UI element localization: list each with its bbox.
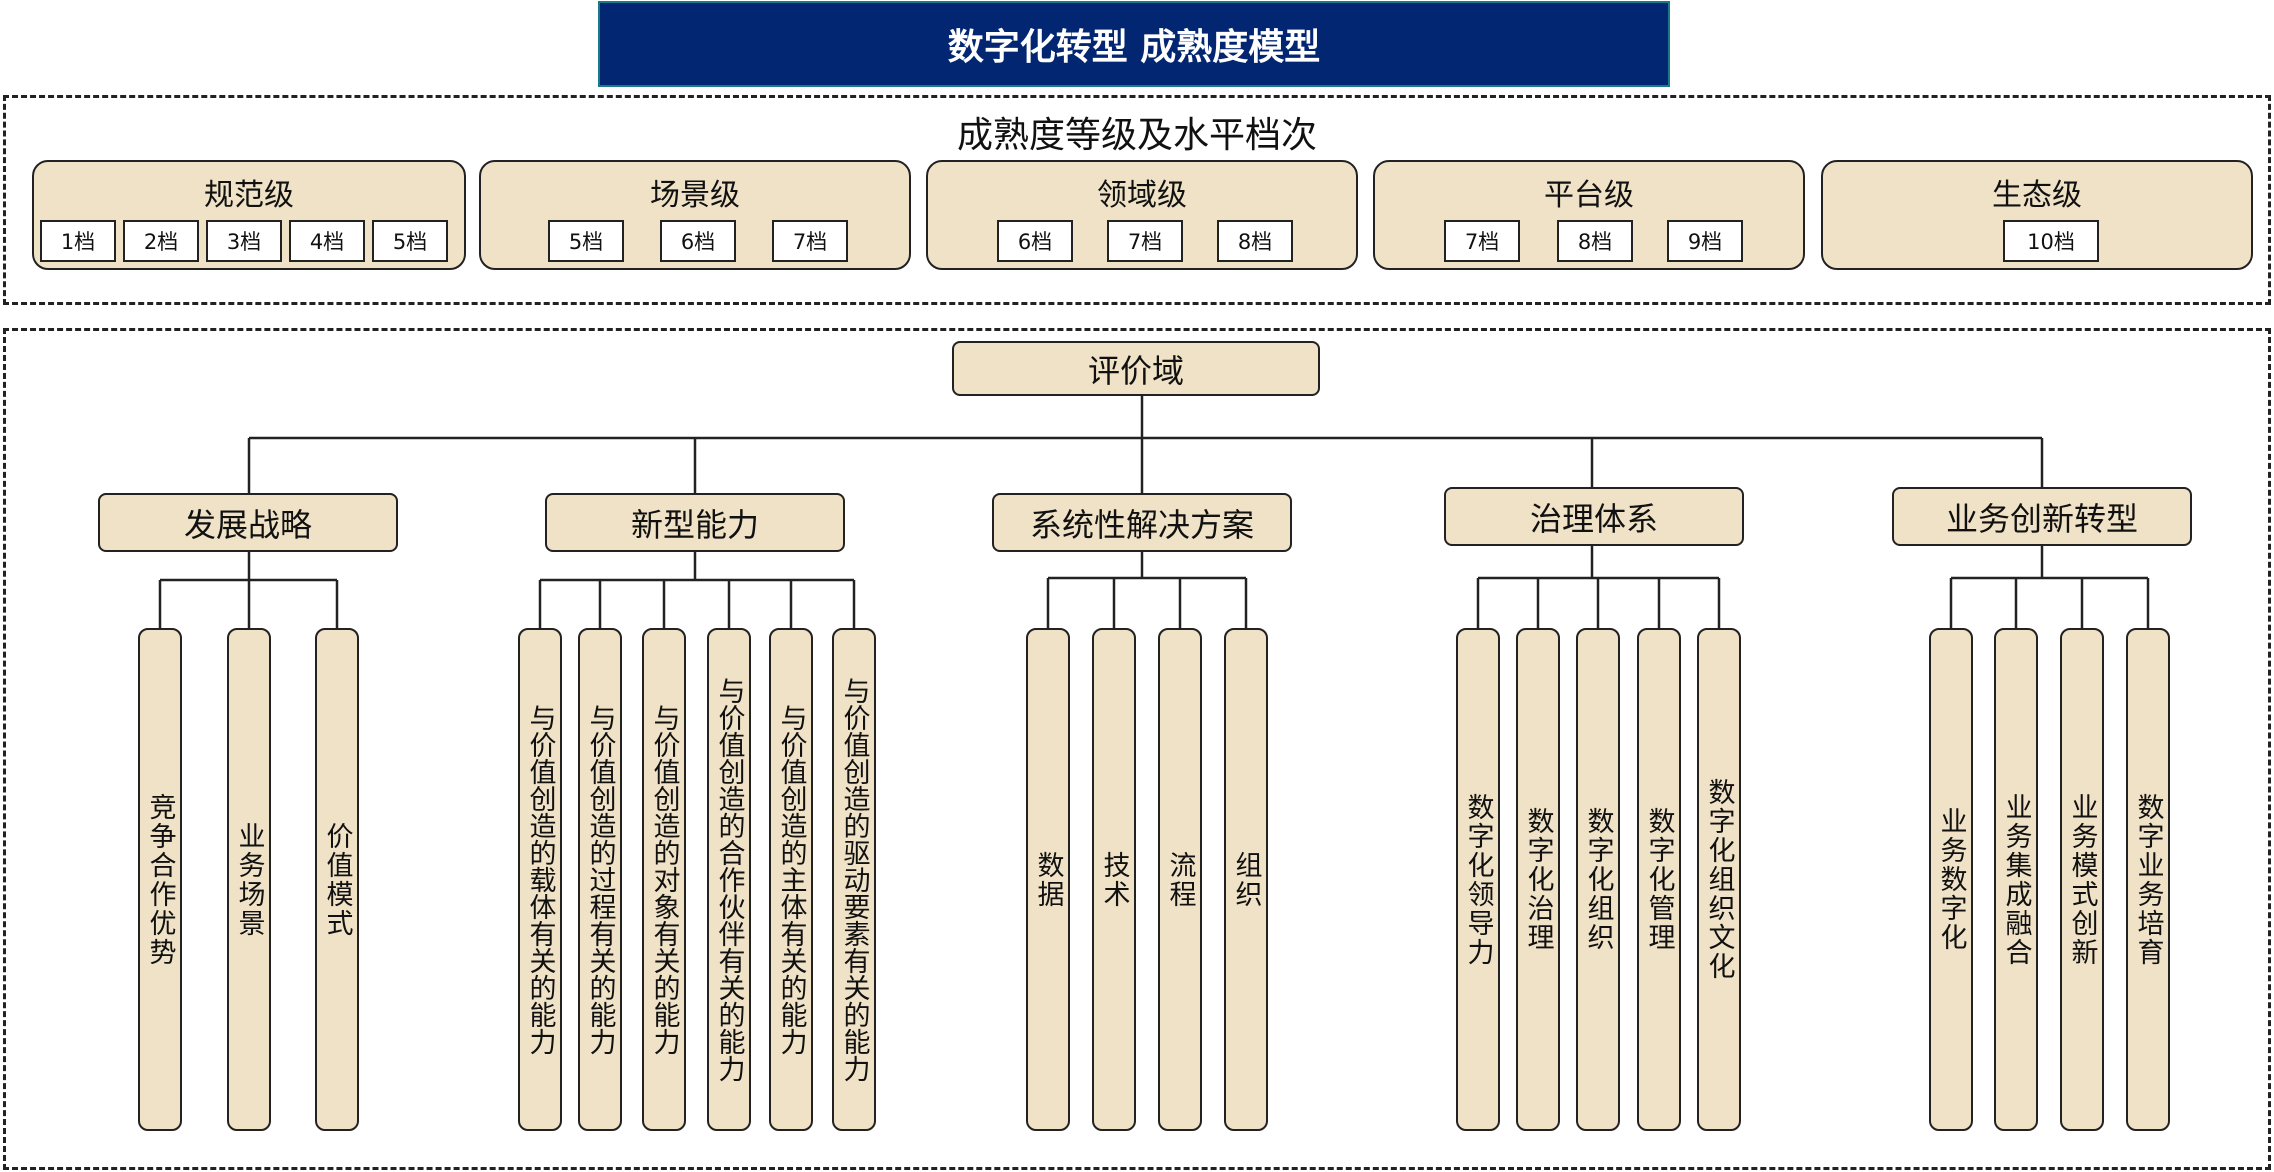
leaf-node: 与价值创造的主体有关的能力	[769, 628, 813, 1131]
leaf-node: 竞争合作优势	[138, 628, 182, 1131]
level-name: 领域级	[1097, 178, 1187, 213]
leaf-node: 与价值创造的载体有关的能力	[518, 628, 562, 1131]
level-card-normative: 规范级 1档 2档 3档 4档 5档	[32, 160, 466, 270]
leaf-label: 数字化管理	[1643, 807, 1675, 952]
tier-box: 1档	[40, 220, 116, 262]
leaf-node: 数字化领导力	[1456, 628, 1500, 1131]
leaf-node: 与价值创造的驱动要素有关的能力	[832, 628, 876, 1131]
evaluation-domain-section	[3, 328, 2271, 1170]
level-name: 场景级	[650, 178, 740, 213]
root-node: 评价域	[952, 341, 1320, 396]
level-card-ecosystem: 生态级 10档	[1821, 160, 2253, 270]
tier-box: 5档	[548, 220, 624, 262]
leaf-label: 与价值创造的对象有关的能力	[648, 704, 680, 1055]
diagram-title: 数字化转型 成熟度模型	[598, 1, 1670, 87]
tier-box: 7档	[1107, 220, 1183, 262]
tier-box: 2档	[123, 220, 199, 262]
leaf-node: 与价值创造的过程有关的能力	[578, 628, 622, 1131]
category-node: 发展战略	[98, 493, 398, 552]
leaf-label: 流程	[1164, 850, 1196, 909]
leaf-label: 与价值创造的主体有关的能力	[775, 704, 807, 1055]
category-node: 业务创新转型	[1892, 487, 2192, 546]
leaf-label: 与价值创造的合作伙伴有关的能力	[713, 677, 745, 1082]
leaf-node: 价值模式	[315, 628, 359, 1131]
leaf-node: 流程	[1158, 628, 1202, 1131]
leaf-node: 业务数字化	[1929, 628, 1973, 1131]
leaf-node: 组织	[1224, 628, 1268, 1131]
level-card-platform: 平台级 7档 8档 9档	[1373, 160, 1805, 270]
leaf-label: 数字化领导力	[1462, 792, 1494, 967]
leaf-label: 价值模式	[321, 821, 353, 938]
leaf-node: 数字化组织文化	[1697, 628, 1741, 1131]
level-name: 生态级	[1992, 178, 2082, 213]
leaf-label: 与价值创造的过程有关的能力	[584, 704, 616, 1055]
leaf-label: 数字化治理	[1522, 807, 1554, 952]
leaf-label: 业务集成融合	[2000, 792, 2032, 967]
leaf-label: 竞争合作优势	[144, 792, 176, 967]
tier-box: 8档	[1217, 220, 1293, 262]
tier-box: 4档	[289, 220, 365, 262]
leaf-node: 数字业务培育	[2126, 628, 2170, 1131]
leaf-label: 业务场景	[233, 821, 265, 938]
leaf-node: 数据	[1026, 628, 1070, 1131]
tier-box: 6档	[660, 220, 736, 262]
leaf-node: 业务模式创新	[2060, 628, 2104, 1131]
levels-heading: 成熟度等级及水平档次	[956, 115, 1317, 156]
tier-box: 5档	[372, 220, 448, 262]
leaf-label: 业务数字化	[1935, 807, 1967, 952]
leaf-node: 业务场景	[227, 628, 271, 1131]
level-card-domain: 领域级 6档 7档 8档	[926, 160, 1358, 270]
leaf-node: 技术	[1092, 628, 1136, 1131]
leaf-label: 技术	[1098, 850, 1130, 909]
tier-box: 3档	[206, 220, 282, 262]
leaf-node: 数字化管理	[1637, 628, 1681, 1131]
tier-box: 9档	[1667, 220, 1743, 262]
level-name: 平台级	[1544, 178, 1634, 213]
leaf-node: 业务集成融合	[1994, 628, 2038, 1131]
tier-box: 10档	[2003, 220, 2099, 262]
leaf-label: 与价值创造的载体有关的能力	[524, 704, 556, 1055]
tier-box: 6档	[997, 220, 1073, 262]
leaf-label: 组织	[1230, 850, 1262, 909]
level-card-scenario: 场景级 5档 6档 7档	[479, 160, 911, 270]
leaf-node: 数字化治理	[1516, 628, 1560, 1131]
category-node: 新型能力	[545, 493, 845, 552]
maturity-levels-section: 成熟度等级及水平档次 规范级 1档 2档 3档 4档 5档 场景级 5档 6档 …	[3, 95, 2271, 305]
leaf-label: 数字化组织	[1582, 807, 1614, 952]
leaf-node: 与价值创造的对象有关的能力	[642, 628, 686, 1131]
level-name: 规范级	[204, 178, 294, 213]
category-node: 系统性解决方案	[992, 493, 1292, 552]
leaf-label: 数字业务培育	[2132, 792, 2164, 967]
tier-box: 7档	[1444, 220, 1520, 262]
tier-box: 7档	[772, 220, 848, 262]
leaf-label: 数据	[1032, 850, 1064, 909]
leaf-label: 业务模式创新	[2066, 792, 2098, 967]
leaf-label: 与价值创造的驱动要素有关的能力	[838, 677, 870, 1082]
tier-box: 8档	[1557, 220, 1633, 262]
leaf-node: 数字化组织	[1576, 628, 1620, 1131]
leaf-node: 与价值创造的合作伙伴有关的能力	[707, 628, 751, 1131]
category-node: 治理体系	[1444, 487, 1744, 546]
leaf-label: 数字化组织文化	[1703, 778, 1735, 981]
